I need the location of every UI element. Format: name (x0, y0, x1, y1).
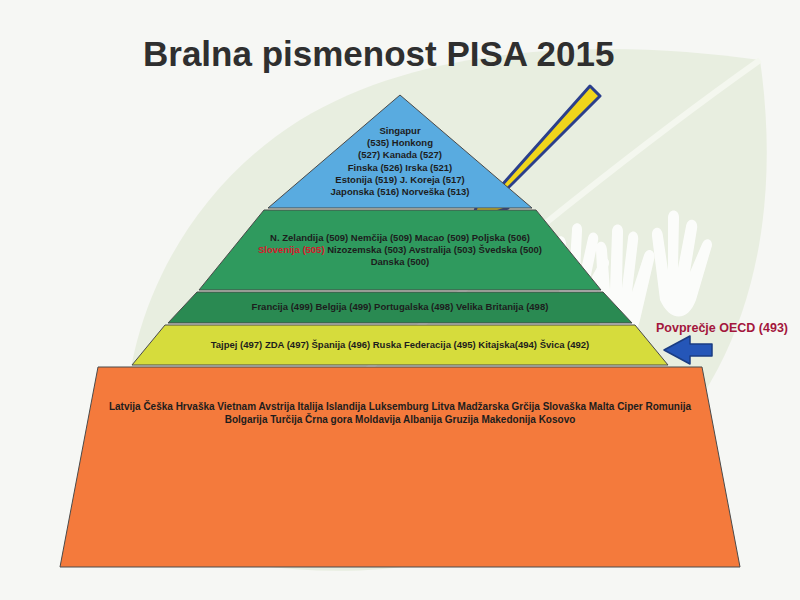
country-list: Latvija Češka Hrvaška Vietnam Avstrija I… (109, 401, 691, 425)
pyramid-band: Latvija Češka Hrvaška Vietnam Avstrija I… (60, 367, 740, 567)
band-outline (60, 367, 740, 567)
average-label: Povprečje OECD (493) (656, 321, 788, 335)
country-list: Singapur (535) Honkong (527) Kanada (527… (331, 125, 470, 197)
band-outline (199, 210, 601, 290)
country-list: N. Zelandija (509) Nemčija (509) Macao (… (270, 232, 530, 243)
band-outline (168, 292, 632, 323)
pyramid-band: Tajpej (497) ZDA (497) Španija (496) Rus… (132, 325, 668, 365)
pyramid-band: Francija (499) Belgija (499) Portugalska… (168, 292, 632, 323)
band-text: Singapur (535) Honkong (527) Kanada (527… (268, 101, 532, 198)
title: Bralna pismenost PISA 2015 (143, 34, 614, 74)
country-list: Slovenija (505) (258, 244, 325, 255)
band-text: Latvija Češka Hrvaška Vietnam Avstrija I… (60, 401, 740, 427)
country-list: Tajpej (497) ZDA (497) Španija (496) Rus… (211, 339, 590, 350)
pointer-arrow-blue (664, 336, 712, 364)
band-text: Francija (499) Belgija (499) Portugalska… (168, 301, 632, 313)
country-list: Nizozemska (503) Avstralija (503) Švedsk… (327, 244, 542, 267)
band-outline (132, 325, 668, 365)
band-shape (60, 367, 740, 567)
band-text: N. Zelandija (509) Nemčija (509) Macao (… (199, 232, 601, 268)
country-list: Francija (499) Belgija (499) Portugalska… (252, 301, 549, 312)
pyramid-band: Singapur (535) Honkong (527) Kanada (527… (268, 95, 532, 208)
pyramid-band: N. Zelandija (509) Nemčija (509) Macao (… (199, 210, 601, 290)
band-text: Tajpej (497) ZDA (497) Španija (496) Rus… (132, 339, 668, 351)
band-outline (268, 95, 532, 208)
